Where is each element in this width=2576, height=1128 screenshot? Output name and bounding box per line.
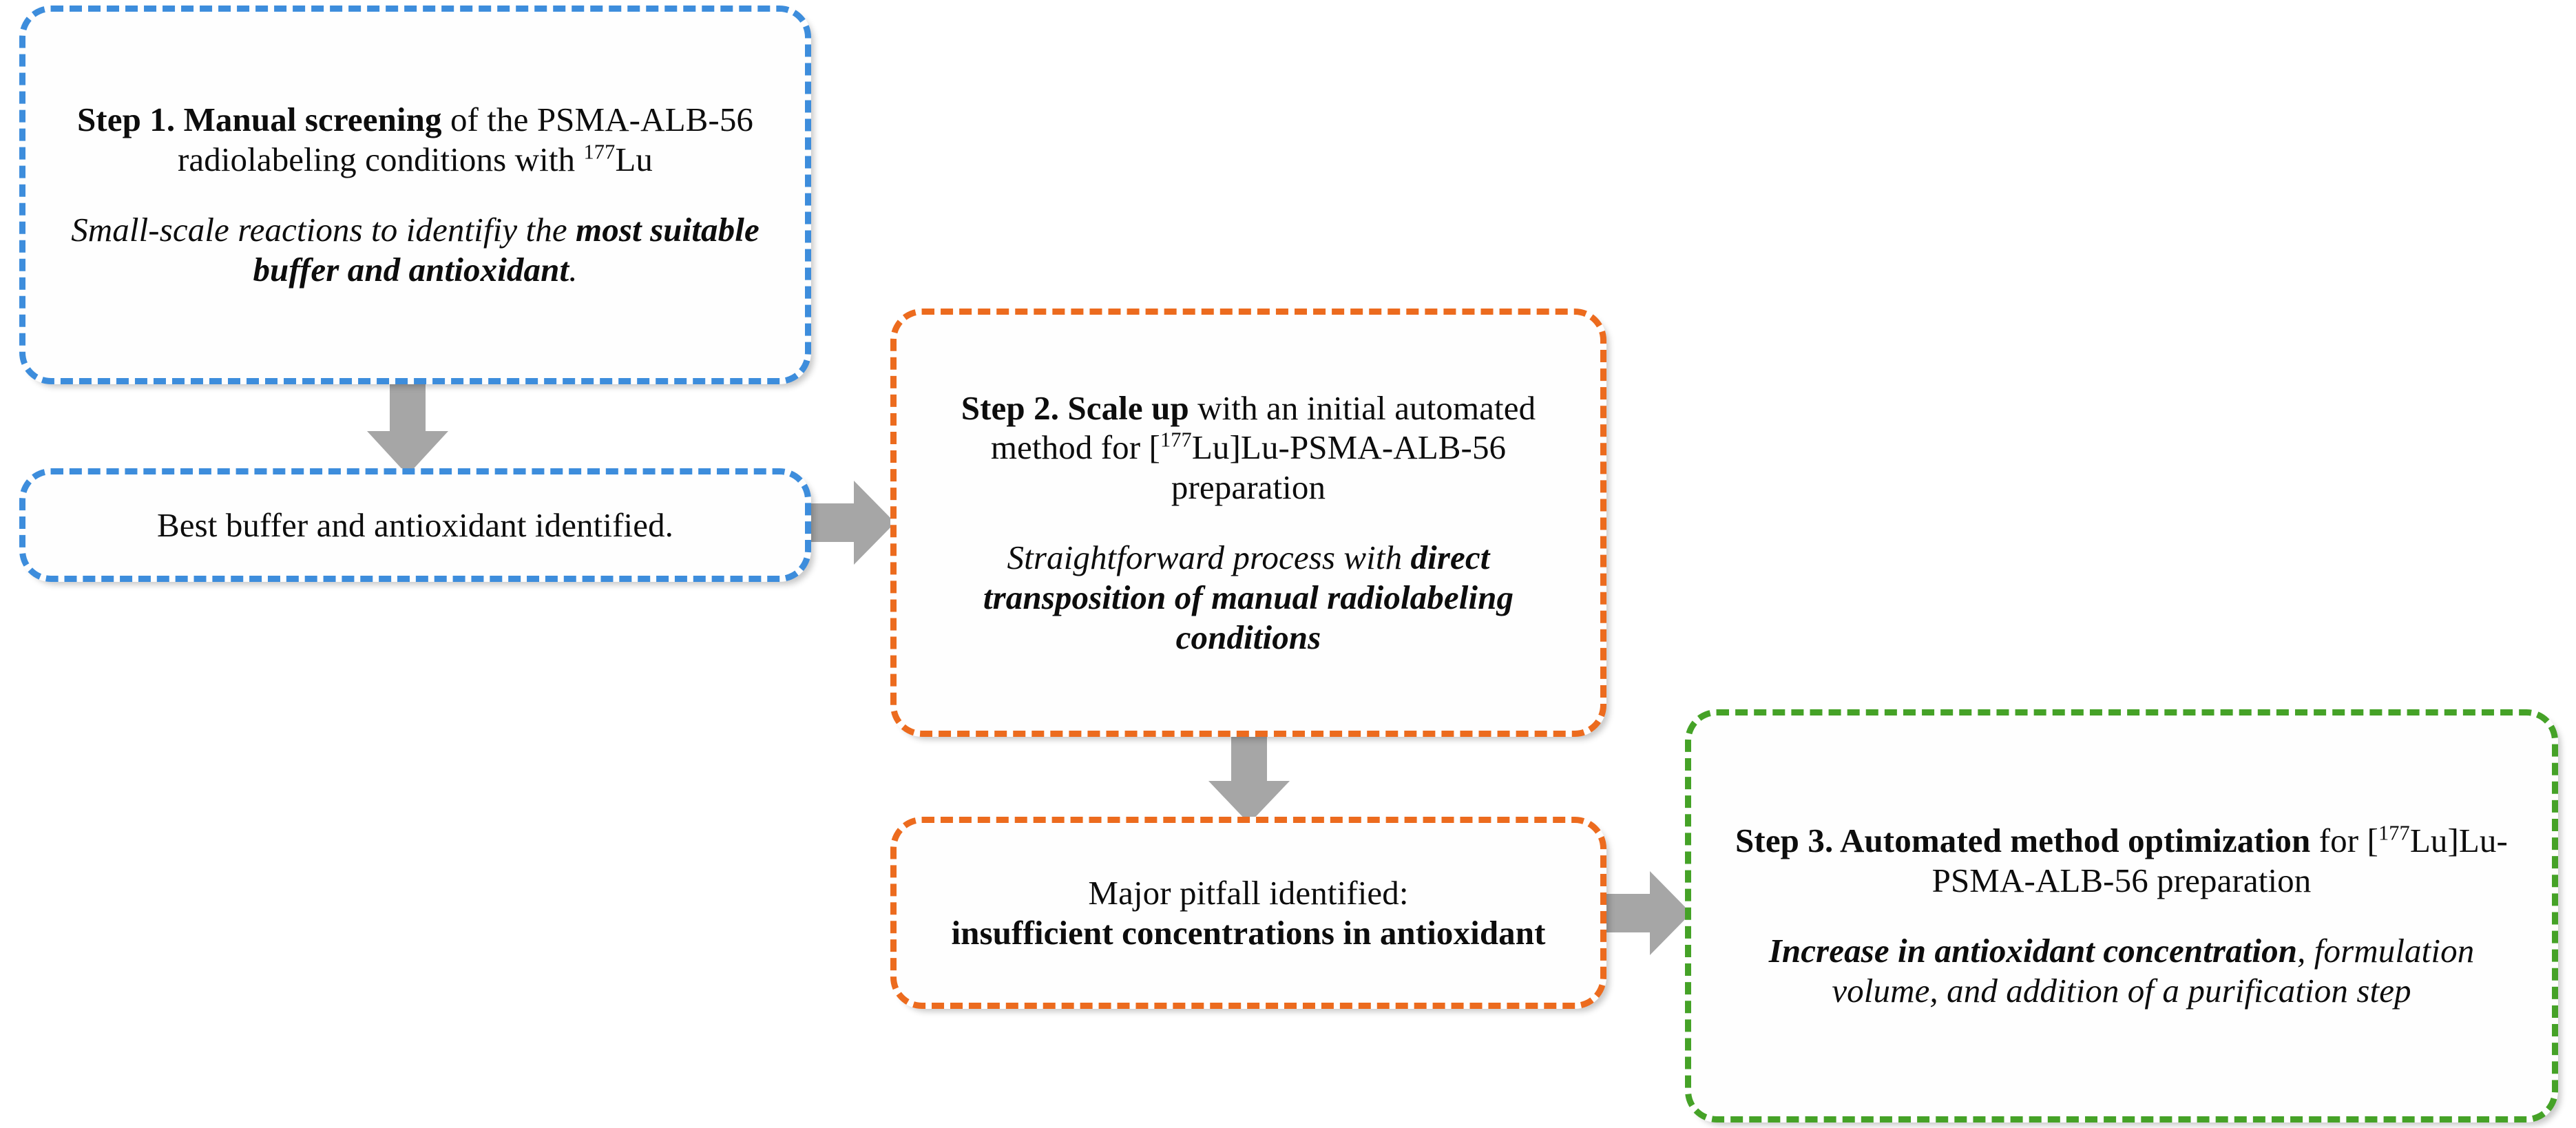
step2-subtext-bold: direct transposition of manual radiolabe… [983, 539, 1514, 656]
step3-heading-bold: Step 3. Automated method optimization [1735, 822, 2311, 860]
step3-subtext-bold: Increase in antioxidant concentration [1768, 932, 2298, 970]
step1-heading-tail: Lu [615, 140, 653, 179]
step3-subtext: Increase in antioxidant concentration, f… [1721, 931, 2522, 1011]
step3-heading-mid: for [ [2310, 822, 2378, 860]
step2-subtext: Straightforward process with direct tran… [924, 538, 1573, 657]
step1-subtext-plain: Small-scale reactions to identifiy the [71, 211, 576, 249]
step3-heading-superscript: 177 [2378, 822, 2410, 846]
step2-subtext-plain: Straightforward process with [1007, 539, 1411, 576]
step3-heading: Step 3. Automated method optimization fo… [1721, 821, 2522, 901]
pitfall-plain: Major pitfall identified: [1088, 873, 1409, 912]
step3-heading-tail: Lu]Lu-PSMA-ALB-56 preparation [1931, 822, 2508, 900]
step1-heading-bold: Step 1. Manual screening [76, 101, 442, 139]
node-step1[interactable]: Step 1. Manual screening of the PSMA-ALB… [19, 6, 811, 384]
step1-heading-superscript: 177 [583, 140, 616, 164]
node-step3[interactable]: Step 3. Automated method optimization fo… [1685, 709, 2558, 1122]
arrow-right-buffer-to-step2 [804, 481, 895, 565]
buffer-text: Best buffer and antioxidant identified. [156, 505, 674, 544]
step2-heading: Step 2. Scale up with an initial automat… [924, 388, 1573, 508]
pitfall-bold-text: insufficient concentrations in antioxida… [951, 913, 1546, 952]
arrow-down-step2-to-pitfall [1208, 730, 1290, 824]
pitfall-bold: insufficient concentrations in antioxida… [951, 913, 1545, 953]
arrow-right-pitfall-to-step3 [1599, 871, 1691, 955]
step1-subtext: Small-scale reactions to identifiy the m… [57, 210, 773, 290]
step1-subtext-tail: . [569, 250, 578, 289]
arrow-down-step1-to-buffer [367, 377, 448, 475]
step2-heading-superscript: 177 [1160, 428, 1192, 452]
node-major-pitfall[interactable]: Major pitfall identified: insufficient c… [890, 817, 1606, 1009]
step1-subtext-bold: most suitable buffer and antioxidant [253, 211, 760, 289]
node-step2[interactable]: Step 2. Scale up with an initial automat… [890, 309, 1606, 737]
step2-heading-bold: Step 2. Scale up [961, 388, 1189, 427]
step2-heading-tail: Lu]Lu-PSMA-ALB-56 preparation [1171, 428, 1507, 507]
node-buffer-identified[interactable]: Best buffer and antioxidant identified. [19, 468, 811, 582]
step1-heading: Step 1. Manual screening of the PSMA-ALB… [57, 100, 773, 180]
step1-heading-rest: of the PSMA-ALB-56 radiolabeling conditi… [177, 101, 754, 179]
step2-heading-mid: with an initial automated method for [ [990, 388, 1536, 467]
step3-subtext-tail: , formulation volume, and addition of a … [1832, 932, 2475, 1010]
